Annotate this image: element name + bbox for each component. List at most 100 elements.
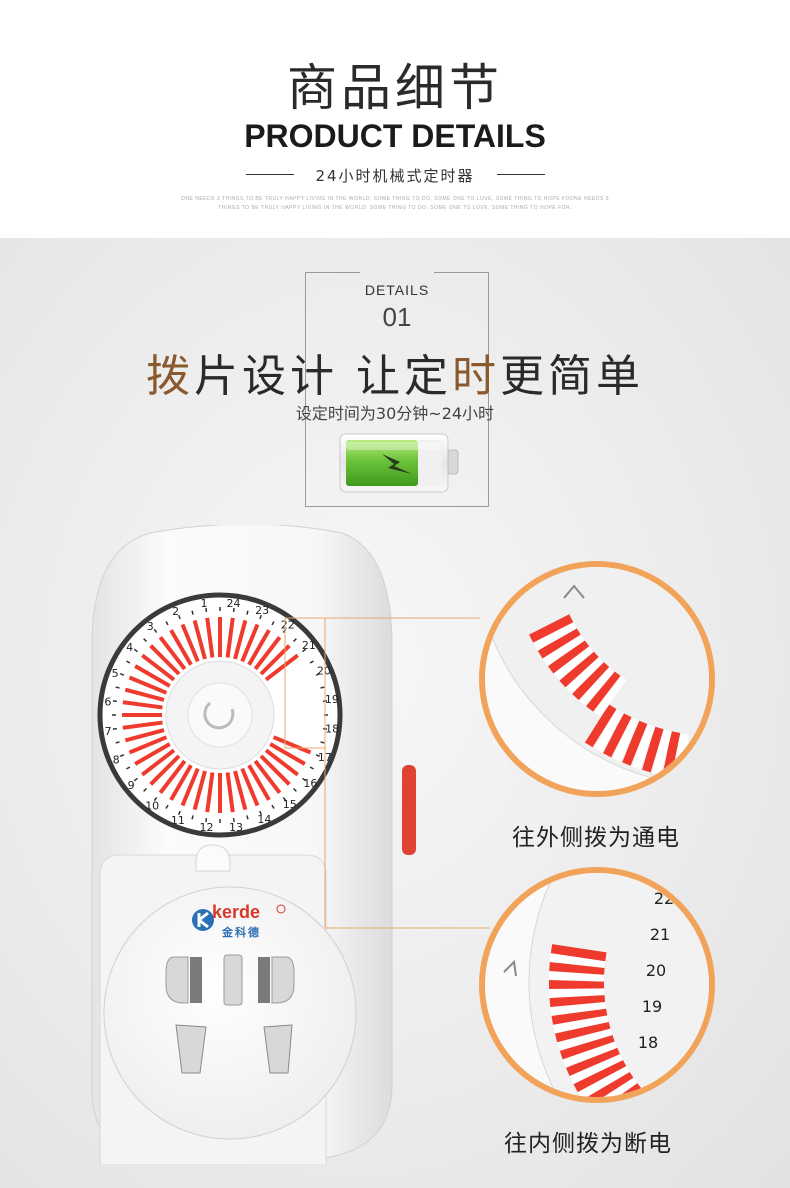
zoom-pin: [557, 1026, 613, 1051]
dial-tick: [205, 607, 208, 612]
dial-tick: [191, 610, 194, 615]
dial-pin[interactable]: [225, 617, 235, 658]
zoom-pin: [537, 627, 581, 659]
dial-pin[interactable]: [122, 700, 163, 710]
dial-pin[interactable]: [141, 748, 176, 777]
dial-pin[interactable]: [304, 735, 320, 744]
dial-pin[interactable]: [295, 662, 310, 673]
dial-number: 8: [113, 753, 120, 766]
dial-number: 16: [303, 777, 317, 790]
dial-pin[interactable]: [128, 675, 168, 695]
dial-pin[interactable]: [169, 629, 193, 666]
dial-number: 15: [283, 798, 297, 811]
zoom-pin: [622, 720, 648, 766]
dial-pin[interactable]: [122, 720, 163, 730]
zoom-pin: [550, 999, 607, 1016]
detail-subline: 设定时间为30分钟~24小时: [295, 404, 495, 423]
zoom-pin: [547, 639, 590, 674]
dial-pin[interactable]: [124, 687, 165, 702]
callout-connectors: [284, 617, 490, 929]
dial-tick: [315, 672, 321, 676]
section-header: 商品细节 PRODUCT DETAILS 24小时机械式定时器 ONE NEED…: [0, 0, 790, 238]
dial-pin[interactable]: [225, 772, 235, 813]
dial-pin[interactable]: [180, 767, 200, 807]
details-frame: [305, 272, 489, 507]
zoom-pin: [551, 1006, 608, 1025]
dial-pin[interactable]: [269, 742, 306, 766]
zoom-dial-number: 20: [646, 961, 666, 980]
zoom-pin: [549, 962, 605, 975]
dial-pin[interactable]: [253, 636, 282, 671]
dial-pin[interactable]: [205, 617, 215, 658]
dial-pin[interactable]: [240, 767, 260, 807]
dial-pin[interactable]: [149, 644, 181, 676]
dial-tick: [232, 818, 235, 823]
details-number: 01: [382, 302, 412, 332]
dial-pin[interactable]: [141, 653, 176, 682]
dial-pin[interactable]: [259, 754, 291, 786]
dial-number: 23: [255, 604, 269, 617]
dial-number: 18: [325, 723, 339, 736]
dial-pin[interactable]: [306, 724, 322, 731]
dial-pin[interactable]: [134, 742, 171, 766]
dial-pin[interactable]: [240, 623, 260, 663]
dial-pin[interactable]: [264, 748, 299, 777]
dial-pin[interactable]: [233, 770, 248, 811]
zoom-pin: [549, 953, 606, 969]
section-subtitle: 24小时机械式定时器: [315, 167, 475, 185]
dial-pin[interactable]: [158, 636, 187, 671]
dial-tick: [112, 700, 117, 703]
dial-tick: [293, 638, 297, 642]
dial-pin[interactable]: [304, 686, 320, 695]
zoom-pin: [592, 1081, 642, 1097]
dial-number: 13: [229, 821, 243, 834]
zoom-pin: [652, 729, 672, 775]
headline-accent-1: 拨: [146, 351, 194, 402]
dial-pin[interactable]: [233, 619, 248, 660]
dial-pin[interactable]: [205, 772, 215, 813]
dial-pin[interactable]: [247, 764, 271, 801]
zoom-pin: [612, 717, 640, 762]
zoom-dial-number: 18: [638, 1033, 658, 1052]
dial-tick: [271, 621, 275, 626]
kerde-brand-name: kerde: [212, 902, 261, 922]
dial-pin[interactable]: [264, 653, 299, 682]
zoom-pin: [549, 986, 605, 998]
dial-number: 12: [199, 821, 213, 834]
zoom-pin: [565, 655, 604, 694]
dial-tick: [115, 686, 120, 689]
dial-number: 6: [104, 695, 111, 708]
dial-pin[interactable]: [169, 764, 193, 801]
zoom-pin: [533, 620, 577, 651]
dial-number: 11: [171, 814, 185, 827]
dial-pin[interactable]: [272, 735, 312, 755]
subtitle-rule-left: [246, 174, 294, 175]
dial-pin[interactable]: [149, 754, 181, 786]
dial-tick: [246, 815, 249, 820]
dial-pin[interactable]: [124, 728, 165, 743]
section-title-cn: 商品细节: [287, 59, 503, 117]
dial-tick: [309, 766, 314, 770]
kerde-brand-cn: 金科德: [222, 926, 261, 939]
zoom-pin: [632, 723, 656, 770]
dial-tick: [293, 788, 297, 792]
dial-number: 1: [201, 597, 208, 610]
dial-pin[interactable]: [192, 770, 207, 811]
dial-pin[interactable]: [180, 623, 200, 663]
dial-pin[interactable]: [134, 664, 171, 688]
dial-pin[interactable]: [158, 759, 187, 794]
dial-pin[interactable]: [300, 674, 316, 684]
dial-pin[interactable]: [247, 629, 271, 666]
dial-tick: [320, 741, 325, 744]
dial-tick: [302, 648, 307, 653]
dial-tick: [309, 660, 314, 664]
dial-number: 3: [147, 620, 154, 633]
dial-pin[interactable]: [192, 619, 207, 660]
dial-pin[interactable]: [306, 699, 322, 706]
dial-pin[interactable]: [128, 735, 168, 755]
dial-tick: [143, 638, 147, 642]
zoom-pin: [548, 979, 605, 990]
zoom-pin: [582, 1070, 634, 1097]
dial-pin[interactable]: [253, 759, 282, 794]
